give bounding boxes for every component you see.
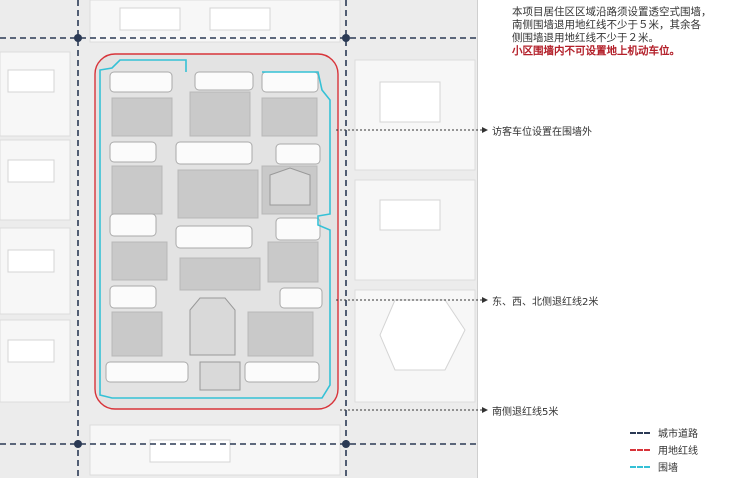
legend-label: 用地红线 <box>658 446 698 457</box>
context-buildings <box>7 7 466 463</box>
legend-swatch-city-road <box>630 431 650 434</box>
note-line-1: 本项目居住区区域沿路须设置透空式围墙， <box>512 6 712 18</box>
legend-swatch-red-line <box>630 448 650 451</box>
callout-visitor-parking: 访客车位设置在围墙外 <box>492 127 592 138</box>
legend-swatch-wall <box>630 465 650 468</box>
road-intersections <box>74 34 350 448</box>
legend-item-wall: 围墙 <box>630 458 698 475</box>
legend-label: 城市道路 <box>658 429 698 440</box>
legend-item-city-road: 城市道路 <box>630 424 698 441</box>
site-red-line <box>94 53 339 410</box>
legend-item-red-line: 用地红线 <box>630 441 698 458</box>
note-line-3: 侧围墙退用地红线不少于２米。 <box>512 32 659 44</box>
callout-arrows <box>482 127 488 413</box>
courtyards <box>111 91 319 357</box>
design-notes: 本项目居住区区域沿路须设置透空式围墙， 南侧围墙退用地红线不少于５米，其余各 侧… <box>512 6 738 58</box>
legend: 城市道路 用地红线 围墙 <box>630 424 698 475</box>
note-warning: 小区围墙内不可设置地上机动车位。 <box>512 45 680 57</box>
callout-leaders <box>336 129 482 411</box>
clubhouse <box>189 167 311 391</box>
callout-south-setback: 南侧退红线5米 <box>492 407 559 418</box>
residential-buildings <box>105 71 323 383</box>
legend-label: 围墙 <box>658 463 678 474</box>
enclosure-wall <box>99 59 331 399</box>
note-line-2: 南侧围墙退用地红线不少于５米，其余各 <box>512 19 701 31</box>
callout-ewn-setback: 东、西、北侧退红线2米 <box>492 297 599 308</box>
